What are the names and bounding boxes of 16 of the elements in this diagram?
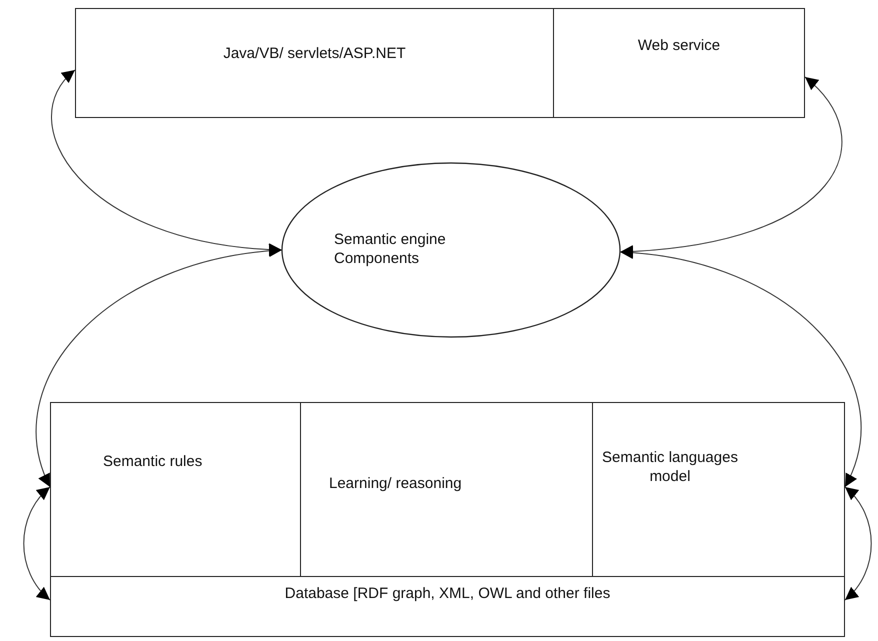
curved-arrow <box>36 244 282 488</box>
process-box <box>50 402 301 577</box>
process-box <box>75 8 554 118</box>
node-label: Semantic engine Components <box>334 231 447 269</box>
node-label: Learning/ reasoning <box>329 475 462 494</box>
node-label: Database [RDF graph, XML, OWL and other files <box>284 585 610 604</box>
process-box <box>592 402 845 577</box>
process-box <box>50 576 845 637</box>
curved-arrow <box>844 486 872 600</box>
curved-arrow <box>23 486 50 600</box>
node-label: Web service <box>638 37 720 56</box>
node-label: Semantic languages model <box>601 449 739 486</box>
node-label: Semantic rules <box>103 453 202 472</box>
process-box <box>553 8 805 118</box>
curved-arrow <box>620 246 862 488</box>
node-label: Java/VB/ servlets/ASP.NET <box>223 45 406 64</box>
